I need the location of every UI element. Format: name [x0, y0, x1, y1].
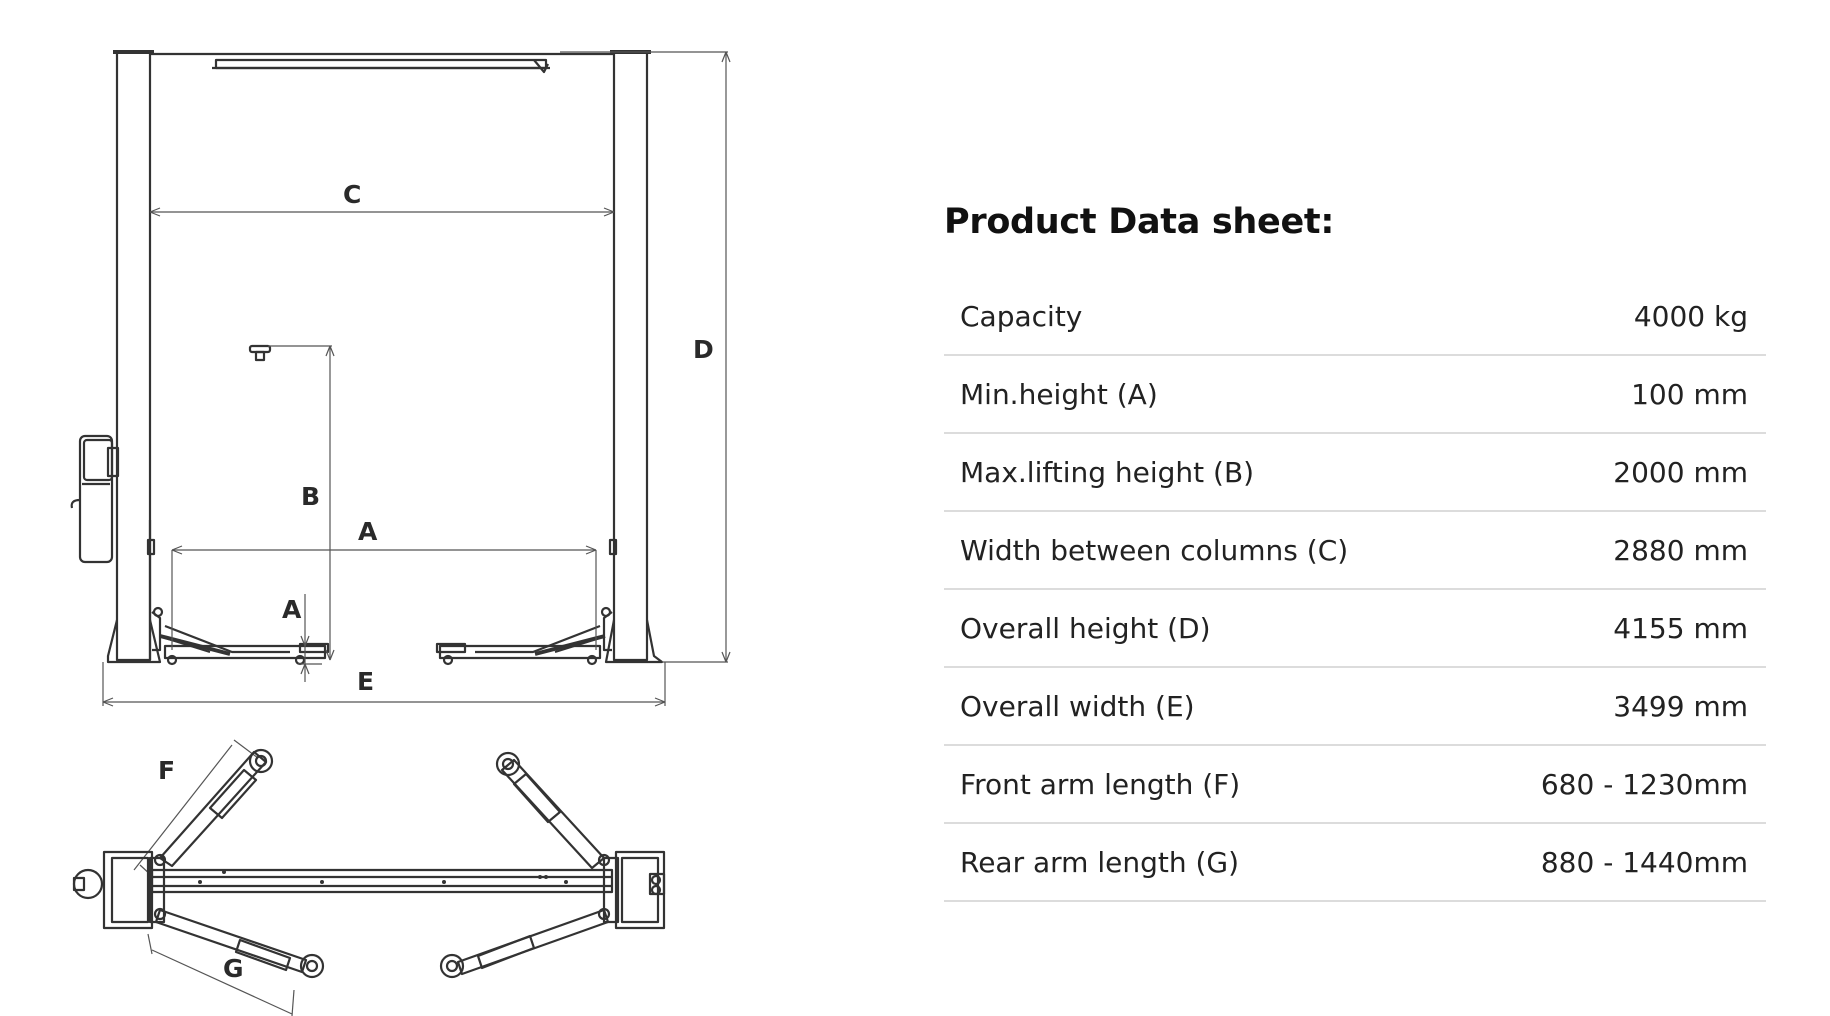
spec-label: Overall width (E) [944, 667, 1468, 746]
spec-value: 3499 mm [1467, 667, 1766, 746]
spec-label: Overall height (D) [944, 589, 1468, 668]
spec-label: Capacity [944, 278, 1468, 356]
dim-label-a-width: A [358, 517, 378, 546]
product-data-sheet: Product Data sheet: Capacity 4000 kg Min… [944, 196, 1766, 902]
spec-row-min-height: Min.height (A) 100 mm [944, 355, 1766, 434]
spec-row-rear-arm-length: Rear arm length (G) 880 - 1440mm [944, 823, 1766, 902]
dim-label-c: C [343, 180, 361, 209]
spec-value: 2000 mm [1467, 433, 1766, 512]
dim-label-g: G [223, 954, 244, 983]
spec-value: 680 - 1230mm [1467, 745, 1766, 824]
right-lift-arm-front [435, 606, 613, 666]
dim-label-f: F [158, 756, 175, 785]
spec-value: 4000 kg [1467, 278, 1766, 356]
spec-label: Max.lifting height (B) [944, 433, 1468, 512]
spec-row-overall-width: Overall width (E) 3499 mm [944, 667, 1766, 746]
spec-label: Rear arm length (G) [944, 823, 1468, 902]
dim-label-d: D [693, 335, 714, 364]
spec-table: Capacity 4000 kg Min.height (A) 100 mm M… [944, 278, 1766, 902]
spec-row-overall-height: Overall height (D) 4155 mm [944, 589, 1766, 668]
dim-label-a-height: A [282, 595, 302, 624]
spec-label: Front arm length (F) [944, 745, 1468, 824]
spec-row-max-lifting-height: Max.lifting height (B) 2000 mm [944, 433, 1766, 512]
top-beam [150, 52, 614, 74]
left-column [106, 50, 162, 664]
power-unit [70, 434, 120, 564]
spec-label: Min.height (A) [944, 355, 1468, 434]
spec-value: 4155 mm [1467, 589, 1766, 668]
spec-value: 2880 mm [1467, 511, 1766, 590]
spec-label: Width between columns (C) [944, 511, 1468, 590]
sheet-title: Product Data sheet: [944, 202, 1335, 242]
raised-pad [248, 344, 272, 362]
spec-row-front-arm-length: Front arm length (F) 680 - 1230mm [944, 745, 1766, 824]
spec-row-capacity: Capacity 4000 kg [944, 278, 1766, 356]
left-lift-arm-front [151, 606, 330, 666]
spec-value: 880 - 1440mm [1467, 823, 1766, 902]
lift-technical-drawing: C D B A A E F G [70, 50, 731, 1016]
dim-label-e: E [357, 667, 374, 696]
top-view [72, 748, 666, 979]
right-column [604, 50, 664, 664]
spec-value: 100 mm [1467, 355, 1766, 434]
spec-row-width-between-columns: Width between columns (C) 2880 mm [944, 511, 1766, 590]
dim-label-b: B [301, 482, 320, 511]
